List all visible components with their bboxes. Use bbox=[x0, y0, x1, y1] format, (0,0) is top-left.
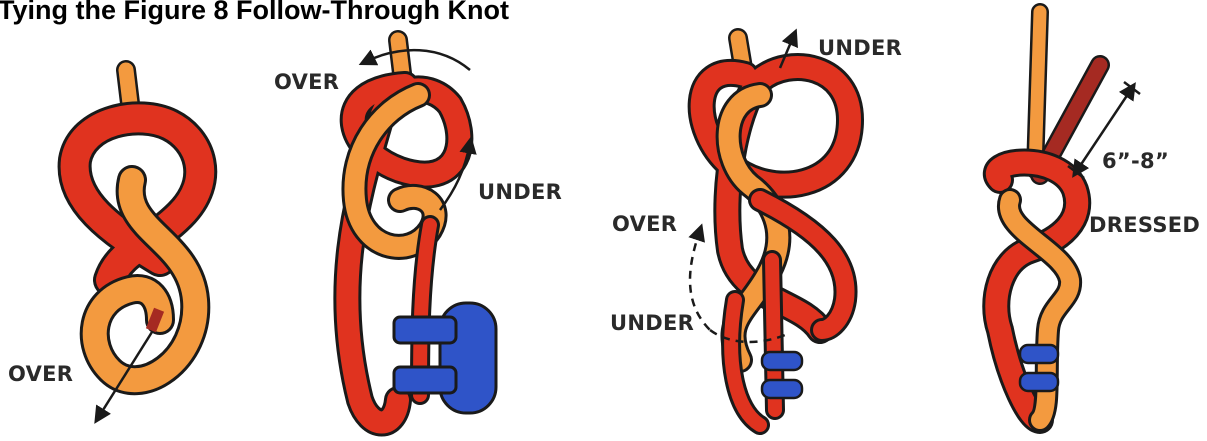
step4-knot bbox=[996, 12, 1140, 420]
step2-knot bbox=[347, 40, 496, 423]
step3-knot bbox=[690, 35, 850, 425]
step1-knot bbox=[75, 70, 201, 418]
